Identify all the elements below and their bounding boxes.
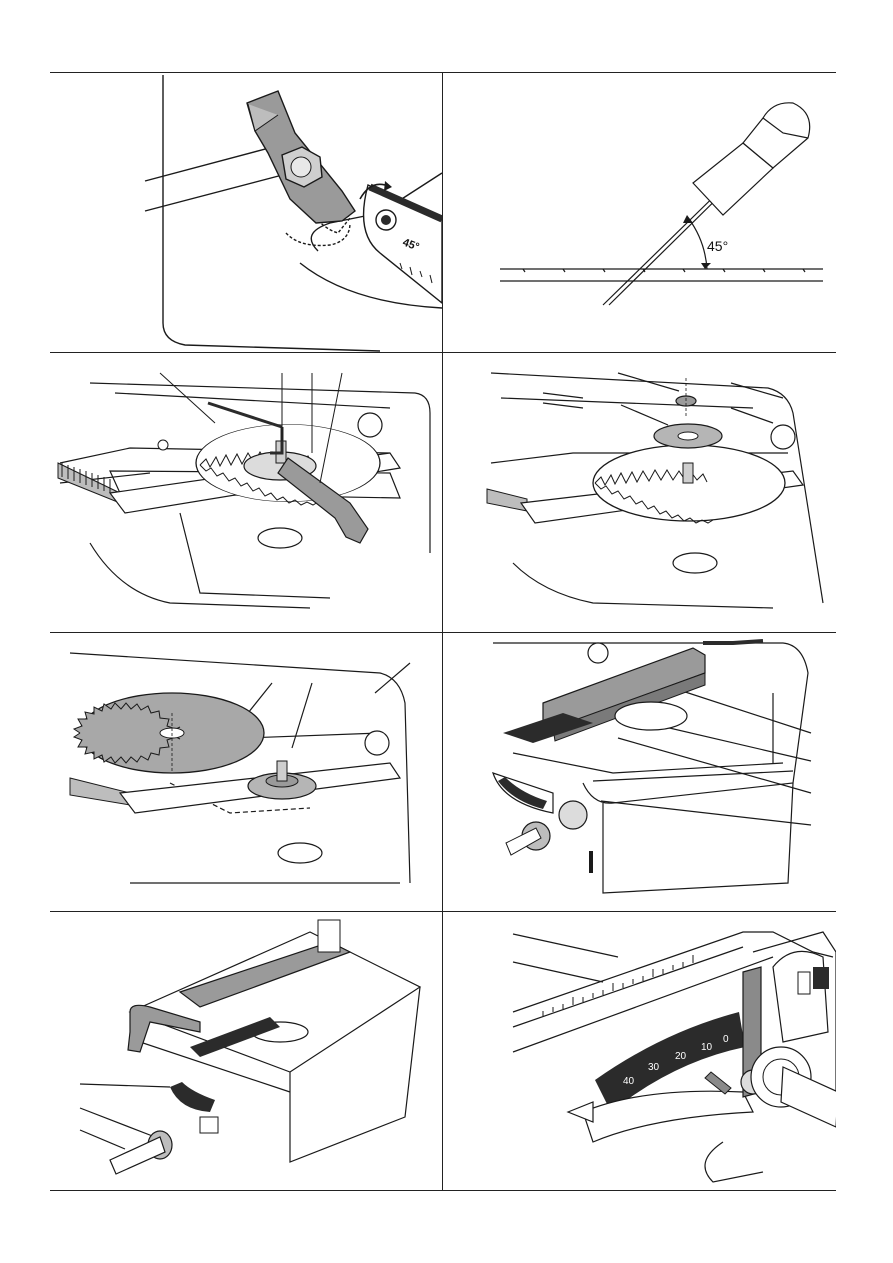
figure-flange-removal (443, 353, 836, 632)
figure-saw-fence-overview (443, 633, 836, 911)
figure-mitre-scale: 40 30 20 10 0 (443, 912, 836, 1190)
figure-blade-removal (50, 633, 442, 911)
figure-angle-check: 45° (443, 73, 836, 352)
bottom-rule (50, 1190, 836, 1191)
scale-40-label: 40 (623, 1076, 635, 1087)
figure-push-stick-handwheel (50, 912, 442, 1190)
angle-45-label: 45° (707, 238, 728, 254)
scale-30-label: 30 (648, 1062, 660, 1073)
figure-remove-blade-nut (50, 353, 442, 632)
scale-20-label: 20 (675, 1051, 687, 1062)
scale-10-label: 10 (701, 1042, 713, 1053)
scale-0-label: 0 (723, 1034, 729, 1045)
figure-bevel-stop: 45° (50, 73, 442, 352)
